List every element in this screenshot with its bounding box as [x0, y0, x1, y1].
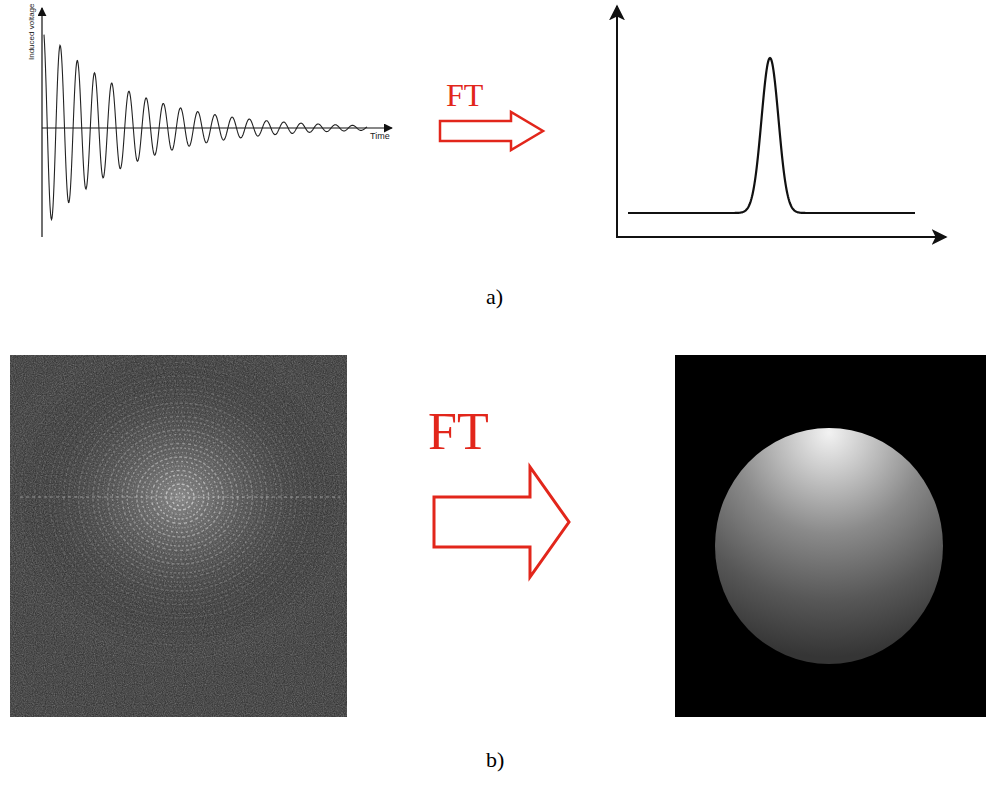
axis-label: Induced voltage: [28, 4, 36, 61]
k-space-ring: [10, 355, 347, 659]
y-axis: [41, 8, 42, 237]
k-space-ring: [137, 457, 223, 537]
k-space-ring: [20, 355, 340, 645]
k-space-ring: [15, 355, 344, 650]
k-space-ring: [59, 385, 301, 609]
fid-plot: [42, 8, 392, 237]
k-space-ring: [35, 363, 326, 632]
axis-label: Time: [370, 132, 390, 141]
decay-wave-path: [44, 35, 367, 220]
k-space-ring: [93, 417, 267, 578]
frequency-axis: [616, 236, 946, 238]
k-space-ring: [171, 489, 189, 506]
k-space-ring: [78, 403, 281, 591]
spectrum-plot: [616, 6, 946, 238]
ft-arrow: [434, 467, 569, 577]
panel-label: a): [486, 286, 503, 308]
k-space-ring: [69, 394, 291, 600]
decay-wave: [44, 35, 367, 220]
k-space-ring: [147, 466, 214, 528]
ft-arrow: [440, 112, 543, 150]
k-space-ring: [10, 355, 347, 654]
k-space-image: [10, 355, 347, 717]
k-space-ring: [103, 426, 257, 569]
transform-label: FT: [446, 79, 483, 111]
panel-label: b): [486, 749, 504, 771]
k-space-ring: [113, 435, 248, 560]
y-axis: [616, 6, 618, 238]
k-space-ring: [25, 355, 335, 641]
spectral-peak: [628, 58, 915, 213]
peak-path: [628, 58, 915, 213]
k-space-ring: [10, 355, 347, 663]
k-space-ring: [10, 355, 347, 668]
phantom-sphere: [715, 428, 943, 664]
mr-image: [675, 355, 986, 717]
transform-label: FT: [428, 406, 489, 458]
